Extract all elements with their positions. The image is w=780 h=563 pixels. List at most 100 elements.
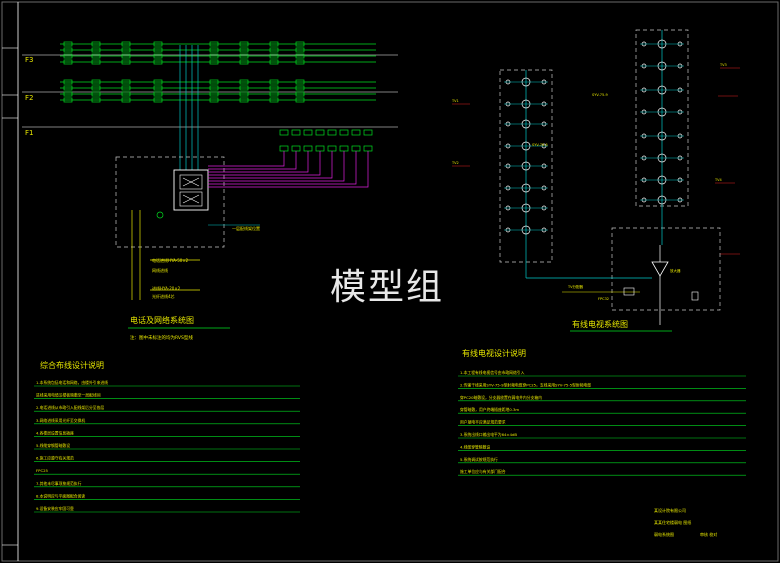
head-end-outline — [611, 227, 721, 311]
note-line: 6.施工应遵守有关规范 — [36, 456, 74, 461]
outlet-icon — [91, 79, 101, 85]
outlet-icon — [91, 41, 101, 47]
outlet-icon — [295, 53, 305, 59]
notes-left: 1.本系统包括电话和网络，由楼外引来进线 进线采用电缆沿楼板暗敷至一层配线间2.… — [34, 380, 300, 513]
tv-label-tv2: TV2 — [451, 161, 459, 165]
f1-feeder-line — [208, 151, 369, 188]
note-line: 4.各楼层设置信息插座 — [36, 430, 74, 435]
outlet-icon — [153, 53, 163, 59]
outlet-icon — [295, 97, 305, 103]
outlet-icon — [239, 41, 249, 47]
f1-outlet-icon — [303, 129, 313, 136]
conduit-label: FPC32 — [598, 297, 609, 301]
note-line: 8.本说明应与平面图配合阅读 — [36, 493, 85, 498]
outlet-icon — [121, 53, 131, 59]
outlet-icon — [295, 41, 305, 47]
outlet-icon — [209, 41, 219, 47]
outlet-icon — [239, 59, 249, 65]
outlet-icon — [269, 59, 279, 65]
outlet-icon — [295, 85, 305, 91]
note-line: 7.其他未尽事项按规范执行 — [36, 481, 82, 486]
watermark: 模型组 — [330, 267, 445, 308]
footer-review: 审核 校对 — [700, 531, 717, 537]
outlet-icon — [269, 79, 279, 85]
footer-project: 某某住宅楼弱电 图纸 — [654, 519, 691, 525]
note-line: 5.系统调试按规范执行 — [460, 457, 498, 462]
outlet-icon — [63, 53, 73, 59]
f1-outlets — [279, 129, 373, 152]
f1-feeder-line — [208, 151, 321, 176]
note-line: 穿PC20暗敷设，分支器放置在弱电井内分支箱内 — [460, 395, 542, 400]
f1-feeders — [208, 151, 369, 188]
outlet-icon — [239, 47, 249, 53]
outlet-icon — [63, 91, 73, 97]
notes-right: 1.本工程有线电视信号由市政网络引入2.传输干线采用SYV-75-9型射频电缆穿… — [458, 370, 746, 476]
f1-outlet-icon — [327, 129, 337, 136]
note-line: 进线采用电缆沿楼板暗敷至一层配线间 — [36, 393, 101, 398]
outlet-icon — [209, 47, 219, 53]
outlet-icon — [209, 97, 219, 103]
outlet-icon — [295, 47, 305, 53]
outlet-icon — [63, 47, 73, 53]
outlet-icon — [121, 85, 131, 91]
left-legend-0: 一层配线架位置 — [232, 225, 260, 231]
outlet-icon — [91, 91, 101, 97]
outlet-icon — [121, 97, 131, 103]
f1-outlet-icon — [327, 145, 337, 152]
outlet-icon — [63, 97, 73, 103]
tv-cable-label-1: SYV-75-5 — [532, 143, 548, 147]
notes-right-title: 有线电视设计说明 — [462, 348, 526, 358]
tv-red-labels — [452, 67, 740, 255]
outlet-icon — [153, 79, 163, 85]
outlet-icon — [153, 91, 163, 97]
outlet-icon — [153, 59, 163, 65]
f1-outlet-icon — [279, 145, 289, 152]
outlet-icon — [153, 47, 163, 53]
outlet-icon — [295, 79, 305, 85]
outlet-icon — [295, 91, 305, 97]
tv-cable-label-2: SYV-75-9 — [592, 93, 608, 97]
outlet-icon — [121, 41, 131, 47]
note-line: 2.传输干线采用SYV-75-9型射频电缆穿PC25，支线采用SYV-75-5型… — [460, 382, 591, 387]
f1-feeder-line — [208, 151, 345, 182]
note-line: 3.系统出线口输出电平为64±4dB — [460, 432, 517, 437]
note-line: 施工单位应与有关部门配合 — [460, 469, 506, 474]
f1-outlet-icon — [279, 129, 289, 136]
f1-outlet-icon — [291, 129, 301, 136]
splitter-label: TV分配器 — [567, 284, 584, 289]
equipment-room-outline — [115, 156, 225, 248]
outlet-icon — [209, 85, 219, 91]
floor-label-f1: F1 — [25, 129, 33, 137]
f1-outlet-icon — [339, 129, 349, 136]
f1-outlet-icon — [363, 145, 373, 152]
outlet-icon — [269, 85, 279, 91]
note-line: 用户端电平应满足规范要求 — [460, 420, 506, 425]
outlet-icon — [239, 79, 249, 85]
footer-drawing: 弱电系统图 — [654, 531, 674, 537]
splitter-icon — [623, 287, 635, 296]
f1-outlet-icon — [291, 145, 301, 152]
tv-label-tv3: TV3 — [719, 63, 727, 67]
outlet-icon — [239, 53, 249, 59]
outlet-icon — [153, 85, 163, 91]
outlet-icon — [209, 91, 219, 97]
floor-lines — [22, 54, 398, 128]
right-diagram-title: 有线电视系统图 — [572, 319, 628, 329]
left-legend-3: 进线HYA-20×2 — [152, 285, 181, 291]
outlet-icon — [269, 41, 279, 47]
f1-feeder-line — [208, 151, 309, 173]
left-legend-2: 网线进线 — [152, 267, 168, 273]
f1-outlet-icon — [315, 129, 325, 136]
outlet-icon — [63, 79, 73, 85]
note-line: 9.设备安装应牢固可靠 — [36, 506, 74, 511]
note-line: 2.电话进线从市政引入配线架后分至各层 — [36, 405, 104, 410]
f1-outlet-icon — [339, 145, 349, 152]
f1-outlet-icon — [303, 145, 313, 152]
f1-feeder-line — [208, 151, 333, 179]
tv-label-tv4: TV4 — [714, 178, 723, 182]
amplifier-icon — [651, 261, 669, 277]
tv-outlets — [505, 39, 683, 235]
